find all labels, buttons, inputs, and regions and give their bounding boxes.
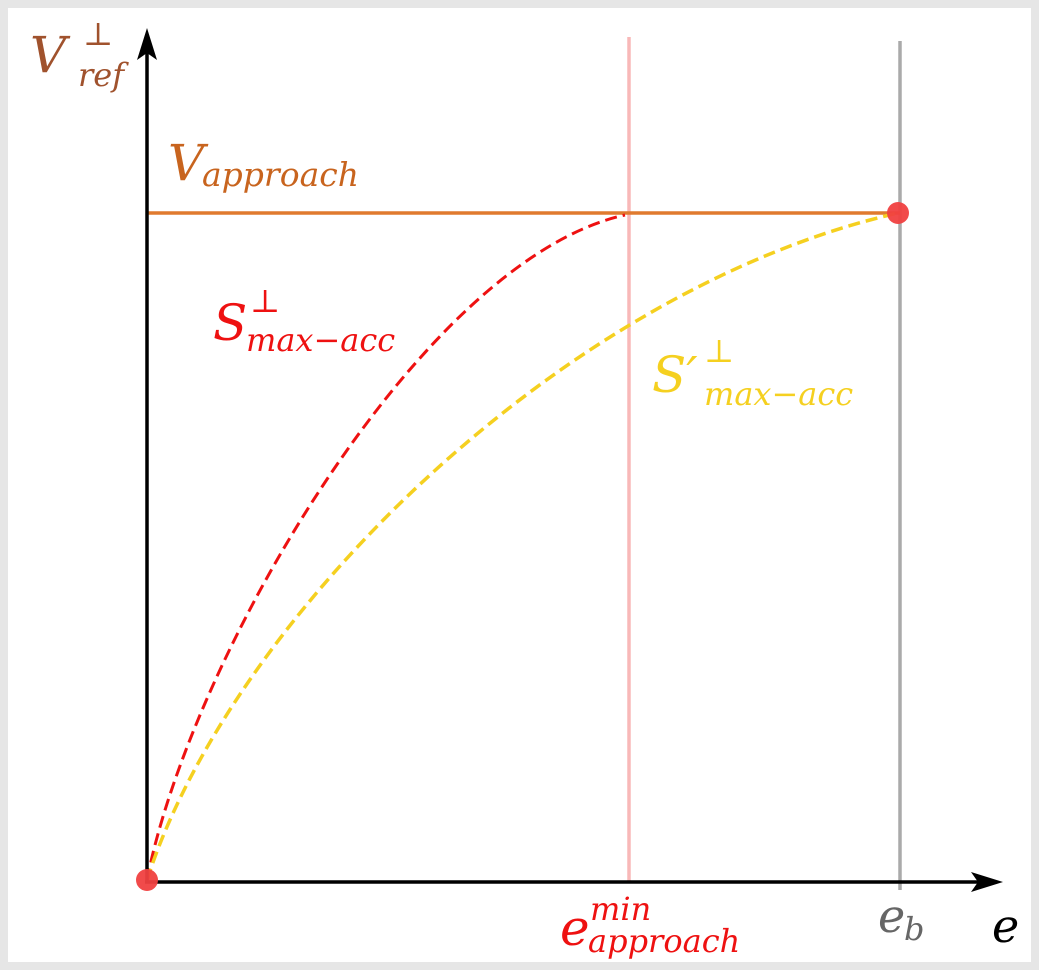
svg-text:⊥: ⊥ bbox=[704, 332, 734, 370]
svg-text:V: V bbox=[168, 134, 209, 192]
svg-text:max−acc: max−acc bbox=[246, 321, 395, 359]
end-point bbox=[887, 202, 909, 224]
e-min-approach-label: e min approach bbox=[560, 890, 740, 960]
svg-text:V: V bbox=[30, 26, 71, 84]
svg-text:S: S bbox=[213, 294, 247, 352]
svg-text:min: min bbox=[590, 890, 651, 928]
svg-text:⊥: ⊥ bbox=[250, 282, 280, 320]
x-axis-arrow bbox=[971, 872, 1003, 892]
svg-text:max−acc: max−acc bbox=[704, 375, 853, 413]
s-prime-max-acc-curve bbox=[145, 211, 899, 881]
svg-text:approach: approach bbox=[202, 155, 359, 194]
svg-text:approach: approach bbox=[588, 922, 740, 960]
y-axis-label: V ⊥ ref bbox=[30, 15, 129, 94]
e-b-label: e b bbox=[878, 889, 924, 948]
s-max-acc-label: S ⊥ max−acc bbox=[213, 282, 395, 359]
x-axis-label: e bbox=[992, 899, 1019, 953]
s-prime-max-acc-label: S′ ⊥ max−acc bbox=[652, 332, 853, 413]
svg-text:e: e bbox=[560, 899, 590, 957]
svg-text:S′: S′ bbox=[652, 346, 698, 404]
v-approach-label: V approach bbox=[168, 134, 359, 194]
svg-text:e: e bbox=[878, 889, 905, 943]
s-max-acc-curve bbox=[145, 213, 626, 881]
svg-text:b: b bbox=[904, 910, 924, 948]
svg-text:⊥: ⊥ bbox=[83, 15, 113, 53]
y-axis-arrow bbox=[137, 28, 157, 60]
svg-text:ref: ref bbox=[78, 56, 129, 94]
origin-point bbox=[136, 869, 158, 891]
